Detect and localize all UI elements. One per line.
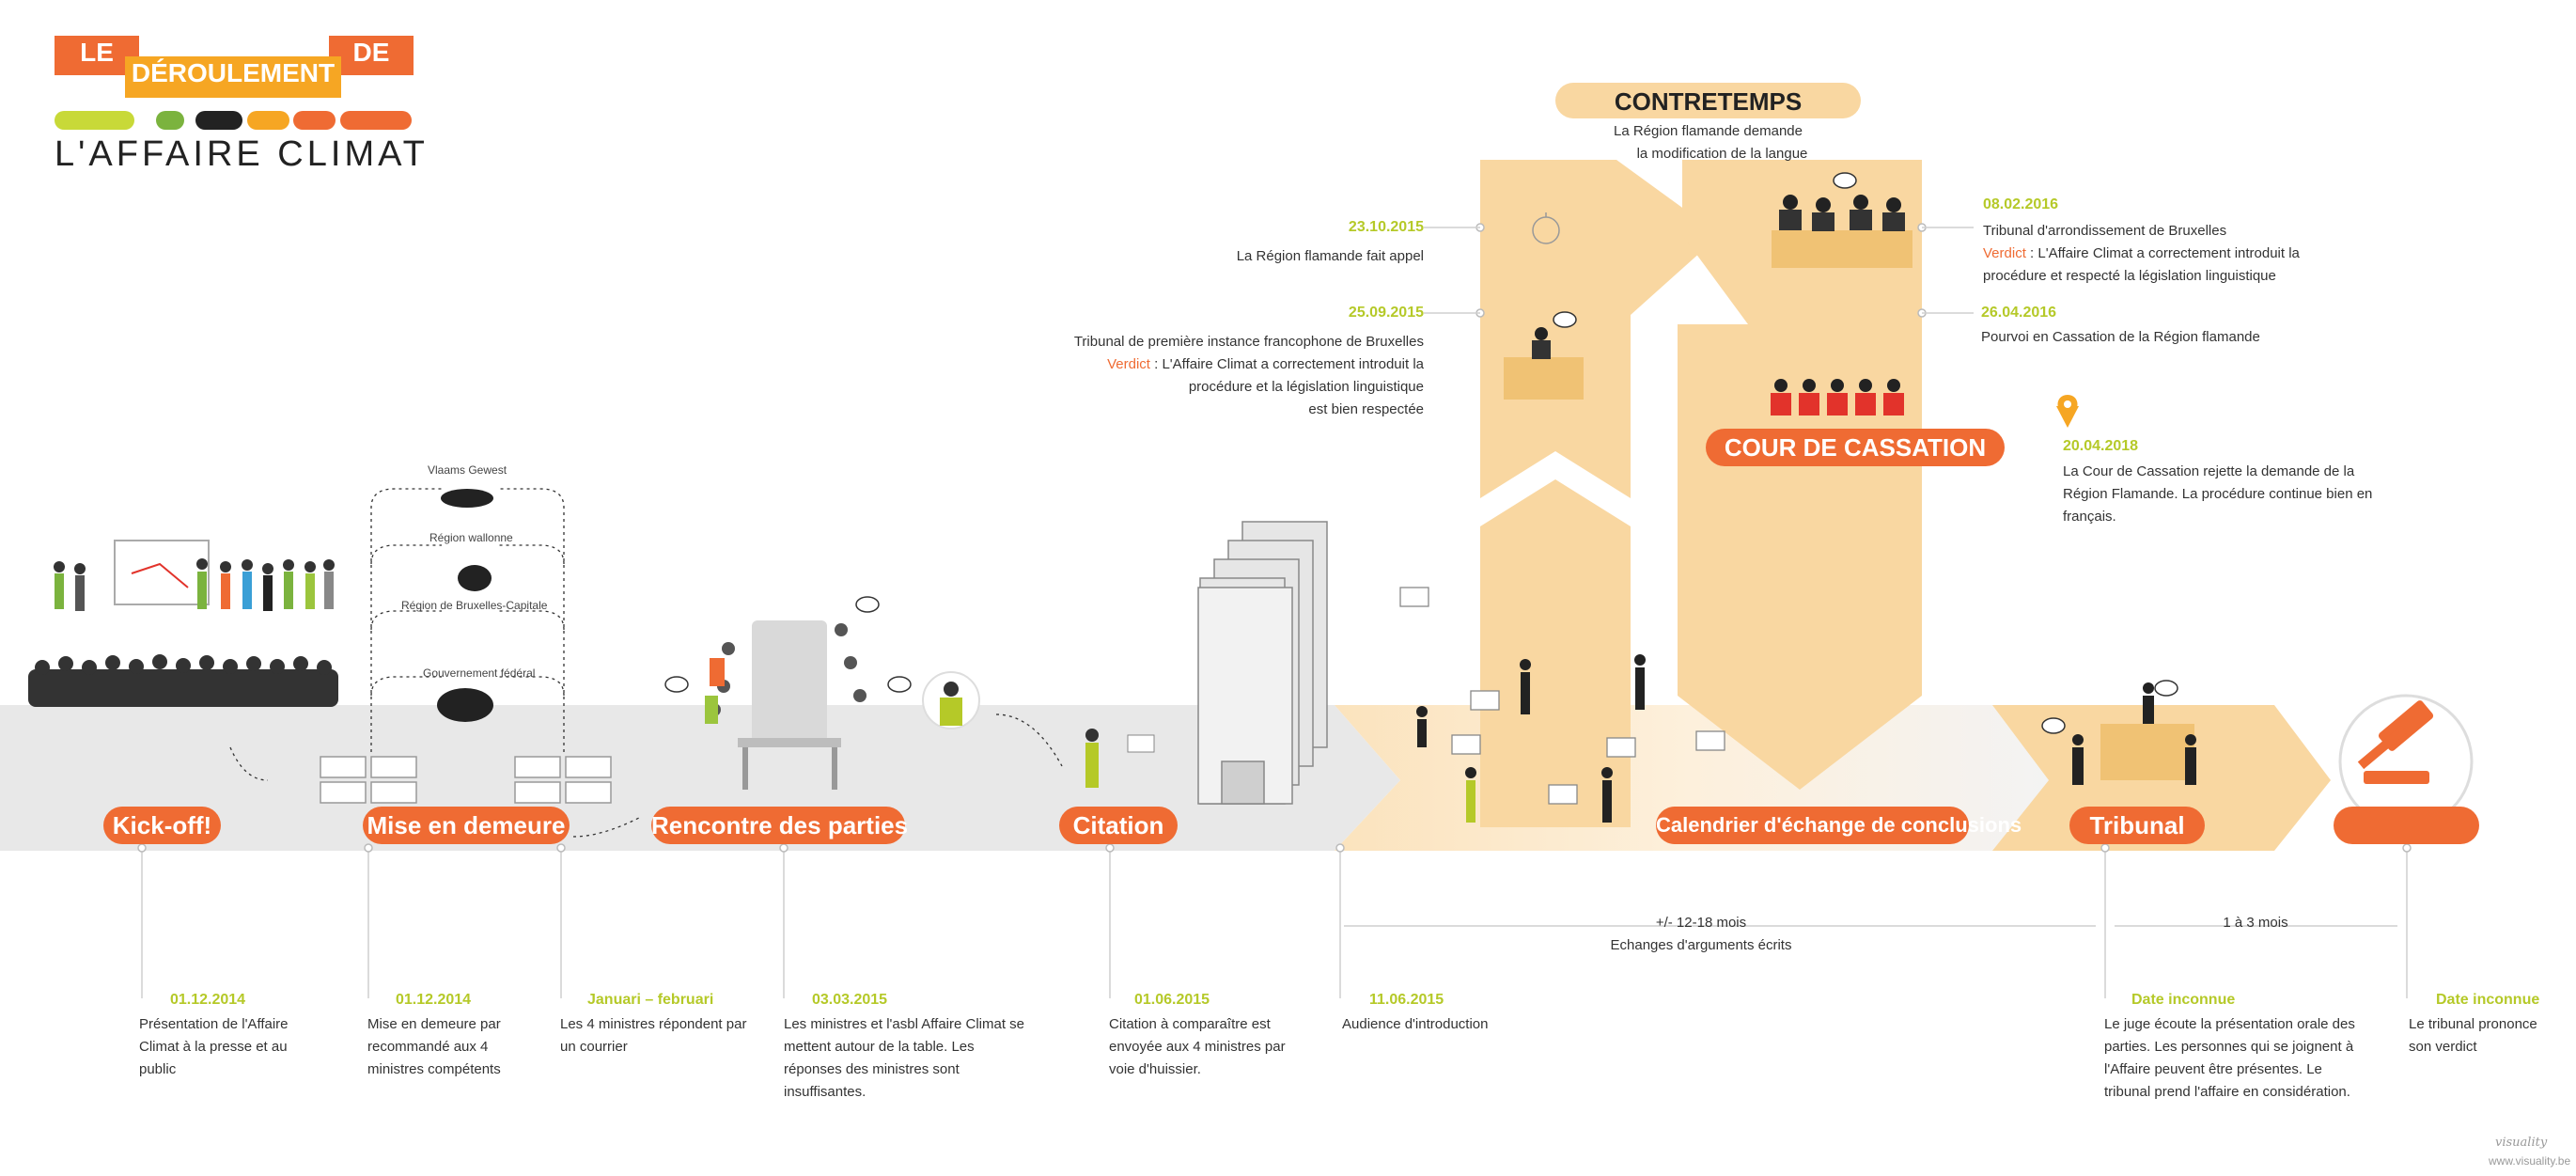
color-bar-amber [247,111,289,130]
chevron-cut [1480,451,1631,526]
timeline-text-3: Les ministres et l'asbl Affaire Climat s… [784,1016,1025,1100]
stage-citation[interactable]: Citation [1059,807,1178,844]
verdict-label-2: Verdict [1983,245,2026,261]
color-bar-green [156,111,184,130]
event-premiere-line2-text: : L'Affaire Climat a correctement introd… [1149,356,1424,372]
color-bar-orange [293,111,336,130]
color-bar-black [195,111,242,130]
timeline-dots [137,223,2412,853]
event-arr-line1: Tribunal d'arrondissement de Bruxelles [1983,223,2227,239]
contretemps-title: CONTRETEMPS [1614,87,1803,116]
event-arr-line3: procédure et respecté la législation lin… [1983,268,2276,284]
verdict-label: Verdict [1107,356,1150,372]
stage-rencontre[interactable]: Rencontre des parties [651,807,908,844]
gavel-icon [2338,694,2474,829]
judge-first-instance [1504,327,1584,400]
title-deroulement: DÉROULEMENT [125,56,341,98]
government-brackets [229,488,1063,838]
timeline-date-0: 01.12.2014 [170,992,246,1008]
event-premiere-line4: est bien respectée [1308,401,1424,417]
building-illustration [1197,521,1328,805]
citation-person [1085,729,1155,788]
event-premiere-text: Tribunal de première instance francophon… [1001,331,1424,421]
stage-cour-de-cassation[interactable]: COUR DE CASSATION [1706,429,2005,466]
tribunal-figures [2072,682,2196,785]
event-cass-date: 20.04.2018 [2063,438,2139,454]
event-arr-line2-text: : L'Affaire Climat a correctement introd… [2025,245,2300,261]
timeline-date-3: 03.03.2015 [812,992,888,1008]
event-pourvoi-date: 26.04.2016 [1981,305,2057,321]
cassation-judges [1771,379,1904,416]
title-subtitle: L'AFFAIRE CLIMAT [55,134,429,174]
timeline-leaders [141,848,2408,998]
event-appel-text: La Région flamande fait appel [1236,248,1424,264]
duration-long-line1: +/- 12-18 mois [1655,915,1747,931]
timeline-text-7: Le tribunal prononce son verdict [2409,1016,2537,1055]
speech-bubble-icons [664,172,2178,734]
timeline-date-4: 01.06.2015 [1134,992,1210,1008]
contretemps-line2: la modification de la langue [1636,146,1808,162]
gov-label-bruxelles: Région de Bruxelles-Capitale [401,599,548,612]
stage-calendrier[interactable]: Calendrier d'échange de conclusions [1656,807,2022,844]
judges-arrondissement [1772,195,1912,268]
timeline-text-6: Le juge écoute la présentation orale des… [2104,1016,2355,1100]
gov-label-wallonne: Région wallonne [429,531,513,544]
timeline-date-7: Date inconnue [2436,992,2540,1008]
title-block: LE DE DÉROULEMENT L'AFFAIRE CLIMAT [55,36,425,186]
gov-label-vlaams: Vlaams Gewest [428,463,507,477]
stage-mise-en-demeure[interactable]: Mise en demeure [363,807,570,844]
timeline-text-4: Citation à comparaître est envoyée aux 4… [1109,1016,1286,1077]
contretemps-line1: La Région flamande demande [1614,123,1803,139]
timeline-date-2: Januari – februari [587,992,714,1008]
footer-signature: visuality [2495,1136,2548,1150]
event-arr-date: 08.02.2016 [1983,196,2059,212]
timeline-text-0: Présentation de l'Affaire Climat à la pr… [139,1016,289,1077]
contretemps-banner [1555,83,1861,118]
event-arr-text: Tribunal d'arrondissement de Bruxelles V… [1983,220,2396,288]
footer-url[interactable]: www.visuality.be [2489,1154,2571,1168]
color-bar-lime [55,111,134,130]
location-pin-icon [2056,395,2079,428]
event-leaders [1424,227,1974,314]
calendrier-figures [1416,654,1646,823]
timeline-date-1: 01.12.2014 [396,992,472,1008]
duration-long-line2: Echanges d'arguments écrits [1610,937,1792,953]
timeline-text-2: Les 4 ministres répondent par un courrie… [560,1016,747,1055]
timeline-date-6: Date inconnue [2131,992,2236,1008]
envelope-icons [320,756,612,804]
stage-verdict-pill [2334,807,2479,844]
title-de: DE [329,36,414,75]
timeline-text-5: Audience d'introduction [1342,1016,1489,1032]
event-premiere-line2: Verdict : L'Affaire Climat a correctemen… [1001,353,1424,376]
timeline-text-1: Mise en demeure par recommandé aux 4 min… [367,1016,501,1077]
stage-tribunal[interactable]: Tribunal [2069,807,2205,844]
event-appel-date: 23.10.2015 [1348,219,1424,235]
gov-label-federal: Gouvernement fédéral [423,666,536,680]
event-premiere-date: 25.09.2015 [1348,305,1424,321]
timeline-date-5: 11.06.2015 [1369,992,1444,1008]
stopwatch-icon [1532,212,1560,244]
event-premiere-line3: procédure et la législation linguistique [1188,379,1424,395]
duration-short: 1 à 3 mois [2223,915,2288,931]
color-bar-orange2 [340,111,412,130]
event-arr-line2: Verdict : L'Affaire Climat a correctemen… [1983,243,2396,265]
belgium-map-icons [437,489,493,722]
mail-icons [1399,587,1725,805]
event-premiere-line1: Tribunal de première instance francophon… [1073,334,1424,350]
crowd-illustration [28,540,338,707]
event-cass-text: La Cour de Cassation rejette la demande … [2063,463,2373,525]
stage-kickoff[interactable]: Kick-off! [103,807,221,844]
event-pourvoi-text: Pourvoi en Cassation de la Région flaman… [1981,329,2260,345]
meeting-table-illustration [705,620,980,790]
